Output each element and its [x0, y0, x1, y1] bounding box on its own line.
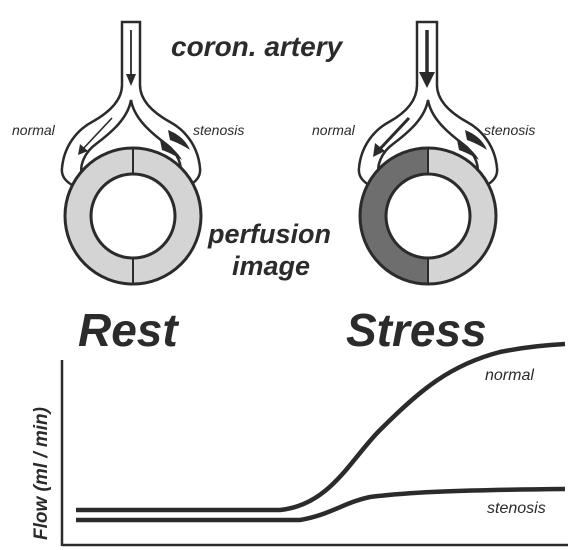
image-label: image [232, 251, 310, 281]
rest-heading: Rest [78, 304, 179, 356]
stress-panel: normal stenosis [312, 22, 535, 284]
rest-ring-inner [91, 174, 175, 258]
perfusion-label: perfusion [207, 219, 331, 249]
stress-ring-inner [386, 174, 470, 258]
stress-normal-label: normal [312, 122, 356, 138]
rest-stenosis-label: stenosis [193, 122, 244, 138]
diagram-title: coron. artery [171, 31, 344, 62]
flow-graph: Flow (ml / min) normal stenosis [31, 344, 568, 546]
normal-curve-label: normal [485, 367, 534, 384]
stress-stenosis-label: stenosis [484, 122, 535, 138]
stenosis-curve-label: stenosis [487, 500, 546, 517]
stress-heading: Stress [346, 304, 487, 356]
rest-normal-label: normal [12, 122, 56, 138]
y-axis-label: Flow (ml / min) [31, 407, 52, 540]
